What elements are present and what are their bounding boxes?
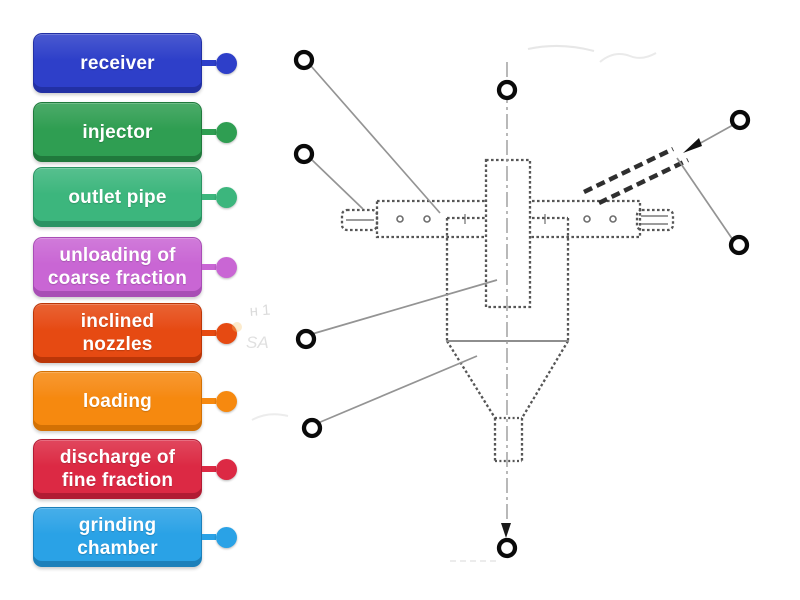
- connector-stem: [202, 129, 216, 135]
- connector-dot: [216, 256, 237, 278]
- connector-stem: [202, 466, 216, 472]
- label-row: injector: [33, 102, 237, 162]
- chip-connector: [202, 52, 237, 74]
- label-text: receiver: [80, 52, 155, 74]
- leader-line: [310, 158, 364, 210]
- drop-marker-8[interactable]: [496, 537, 518, 559]
- machine-injector-pipe: [583, 146, 689, 206]
- connector-dot: [216, 390, 237, 412]
- label-chip-discharge-fine-fraction[interactable]: discharge of fine fraction: [33, 439, 202, 499]
- chip-connector: [202, 526, 237, 548]
- chip-connector: [202, 121, 237, 143]
- flow-arrow-inlet: [683, 138, 702, 153]
- label-row: receiver: [33, 33, 237, 93]
- label-chip-receiver[interactable]: receiver: [33, 33, 202, 93]
- artifact-text: SA: [246, 333, 269, 352]
- connector-dot: [216, 52, 237, 74]
- label-chip-inclined-nozzles[interactable]: inclined nozzles: [33, 303, 202, 363]
- drop-marker-7[interactable]: [301, 417, 323, 439]
- connector-stem: [202, 194, 216, 200]
- connector-stem: [202, 264, 216, 270]
- connector-dot: [216, 526, 237, 548]
- label-row: discharge of fine fraction: [33, 439, 237, 499]
- drop-marker-1[interactable]: [293, 49, 315, 71]
- connector-stem: [202, 398, 216, 404]
- leader-line: [310, 65, 441, 214]
- connector-stem: [202, 330, 216, 336]
- label-row: inclined nozzles: [33, 303, 237, 363]
- flow-arrow-down: [501, 523, 511, 538]
- artifact-text: н 1: [249, 302, 271, 320]
- label-text: outlet pipe: [68, 186, 167, 208]
- machine-right-stub: [635, 208, 675, 232]
- label-text: injector: [82, 121, 153, 143]
- drop-marker-6[interactable]: [295, 328, 317, 350]
- connector-dot: [216, 458, 237, 480]
- label-row: unloading of coarse fraction: [33, 237, 237, 297]
- label-chip-outlet-pipe[interactable]: outlet pipe: [33, 167, 202, 227]
- label-chip-loading[interactable]: loading: [33, 371, 202, 431]
- chip-connector: [202, 390, 237, 412]
- label-row: outlet pipe: [33, 167, 237, 227]
- leader-lines: [310, 65, 734, 424]
- drop-marker-2[interactable]: [293, 143, 315, 165]
- label-chip-unloading-coarse-fraction[interactable]: unloading of coarse fraction: [33, 237, 202, 297]
- chip-connector: [202, 458, 237, 480]
- scan-artifacts: н 1 SA: [232, 44, 657, 562]
- label-chip-grinding-chamber[interactable]: grinding chamber: [33, 507, 202, 567]
- connector-stem: [202, 534, 216, 540]
- drop-marker-4[interactable]: [729, 109, 751, 131]
- label-row: loading: [33, 371, 237, 431]
- label-text: loading: [83, 390, 152, 412]
- machine-nozzle-holes: [396, 214, 617, 224]
- chip-connector: [202, 322, 237, 344]
- machine-left-stub: [340, 208, 379, 232]
- connector-dot: [216, 322, 237, 344]
- drop-marker-5[interactable]: [728, 234, 750, 256]
- leader-line: [317, 355, 478, 424]
- label-text: grinding chamber: [77, 515, 158, 559]
- label-row: grinding chamber: [33, 507, 237, 567]
- connector-stem: [202, 60, 216, 66]
- drop-marker-3[interactable]: [496, 79, 518, 101]
- connector-dot: [216, 121, 237, 143]
- machine-discharge-spout: [495, 416, 522, 463]
- label-chip-injector[interactable]: injector: [33, 102, 202, 162]
- connector-dot: [216, 186, 237, 208]
- label-text: unloading of coarse fraction: [47, 245, 188, 289]
- label-text: discharge of fine fraction: [59, 447, 176, 491]
- machine-outlet-tube: [484, 158, 532, 309]
- chip-connector: [202, 186, 237, 208]
- label-text: inclined nozzles: [80, 311, 155, 355]
- leader-line: [311, 279, 498, 335]
- chip-connector: [202, 256, 237, 278]
- machine-stub-detail: [346, 215, 668, 225]
- leader-line: [676, 157, 734, 241]
